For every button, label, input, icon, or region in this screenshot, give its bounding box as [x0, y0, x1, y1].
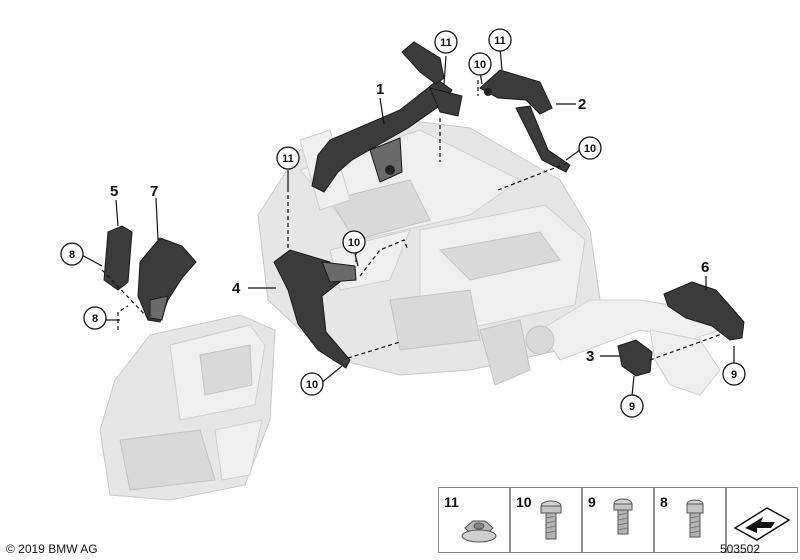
label-part-2: 2 — [578, 96, 586, 113]
legend-cell-11: 11 — [438, 487, 510, 553]
legend-number: 10 — [516, 494, 532, 510]
svg-text:9: 9 — [629, 401, 635, 413]
label-part-7: 7 — [150, 183, 158, 200]
callout-9-a: 9 — [722, 362, 746, 386]
copyright-text: © 2019 BMW AG — [6, 542, 98, 556]
label-part-1: 1 — [376, 81, 384, 98]
callout-8-a: 8 — [60, 242, 84, 266]
svg-text:8: 8 — [69, 249, 75, 261]
arrow-sign-icon — [733, 507, 791, 541]
part-2-bracket — [479, 69, 571, 173]
label-part-5: 5 — [110, 183, 118, 200]
screw-icon — [686, 499, 704, 538]
part-3-clip — [617, 339, 653, 377]
legend-number: 11 — [444, 494, 459, 510]
legend-number: 9 — [588, 494, 596, 510]
part-6-cover — [663, 281, 745, 341]
legend-cell-10: 10 — [510, 487, 582, 553]
svg-text:8: 8 — [92, 313, 98, 325]
electric-motor-ghost — [257, 117, 721, 396]
legend-cell-8: 8 — [654, 487, 726, 553]
leader-lines — [79, 47, 735, 397]
callout-8-b: 8 — [83, 306, 107, 330]
label-part-4: 4 — [232, 280, 241, 297]
svg-text:9: 9 — [731, 369, 737, 381]
callout-11-a: 11 — [434, 30, 458, 54]
svg-text:11: 11 — [440, 37, 452, 49]
label-part-3: 3 — [586, 348, 594, 365]
part-7-bracket — [137, 237, 197, 323]
screw-icon — [540, 500, 562, 540]
callout-10-b: 10 — [578, 136, 602, 160]
svg-text:11: 11 — [494, 35, 506, 47]
callout-11-c: 11 — [276, 146, 300, 170]
svg-text:10: 10 — [584, 143, 596, 155]
part-1-bracket — [311, 41, 463, 193]
legend-number: 8 — [660, 494, 668, 510]
callout-10-d: 10 — [300, 372, 324, 396]
svg-text:11: 11 — [282, 153, 294, 165]
legend-cell-9: 9 — [582, 487, 654, 553]
callout-11-b: 11 — [488, 28, 512, 52]
part-5-bracket — [103, 225, 133, 291]
fastener-lines — [101, 80, 723, 361]
callout-10-a: 10 — [468, 52, 492, 76]
legend-cell-symbol — [726, 487, 798, 553]
part-4-bracket — [273, 249, 357, 369]
screw-icon — [613, 498, 633, 535]
fastener-legend: 11 10 9 8 — [438, 487, 798, 553]
label-part-6: 6 — [701, 259, 709, 276]
flange-nut-icon — [461, 520, 497, 543]
callout-9-b: 9 — [620, 394, 644, 418]
callout-10-c: 10 — [342, 230, 366, 254]
image-number: 503502 — [719, 542, 760, 556]
power-electronics-ghost — [99, 314, 276, 501]
svg-text:10: 10 — [474, 59, 486, 71]
svg-text:10: 10 — [306, 379, 318, 391]
svg-text:10: 10 — [348, 237, 360, 249]
